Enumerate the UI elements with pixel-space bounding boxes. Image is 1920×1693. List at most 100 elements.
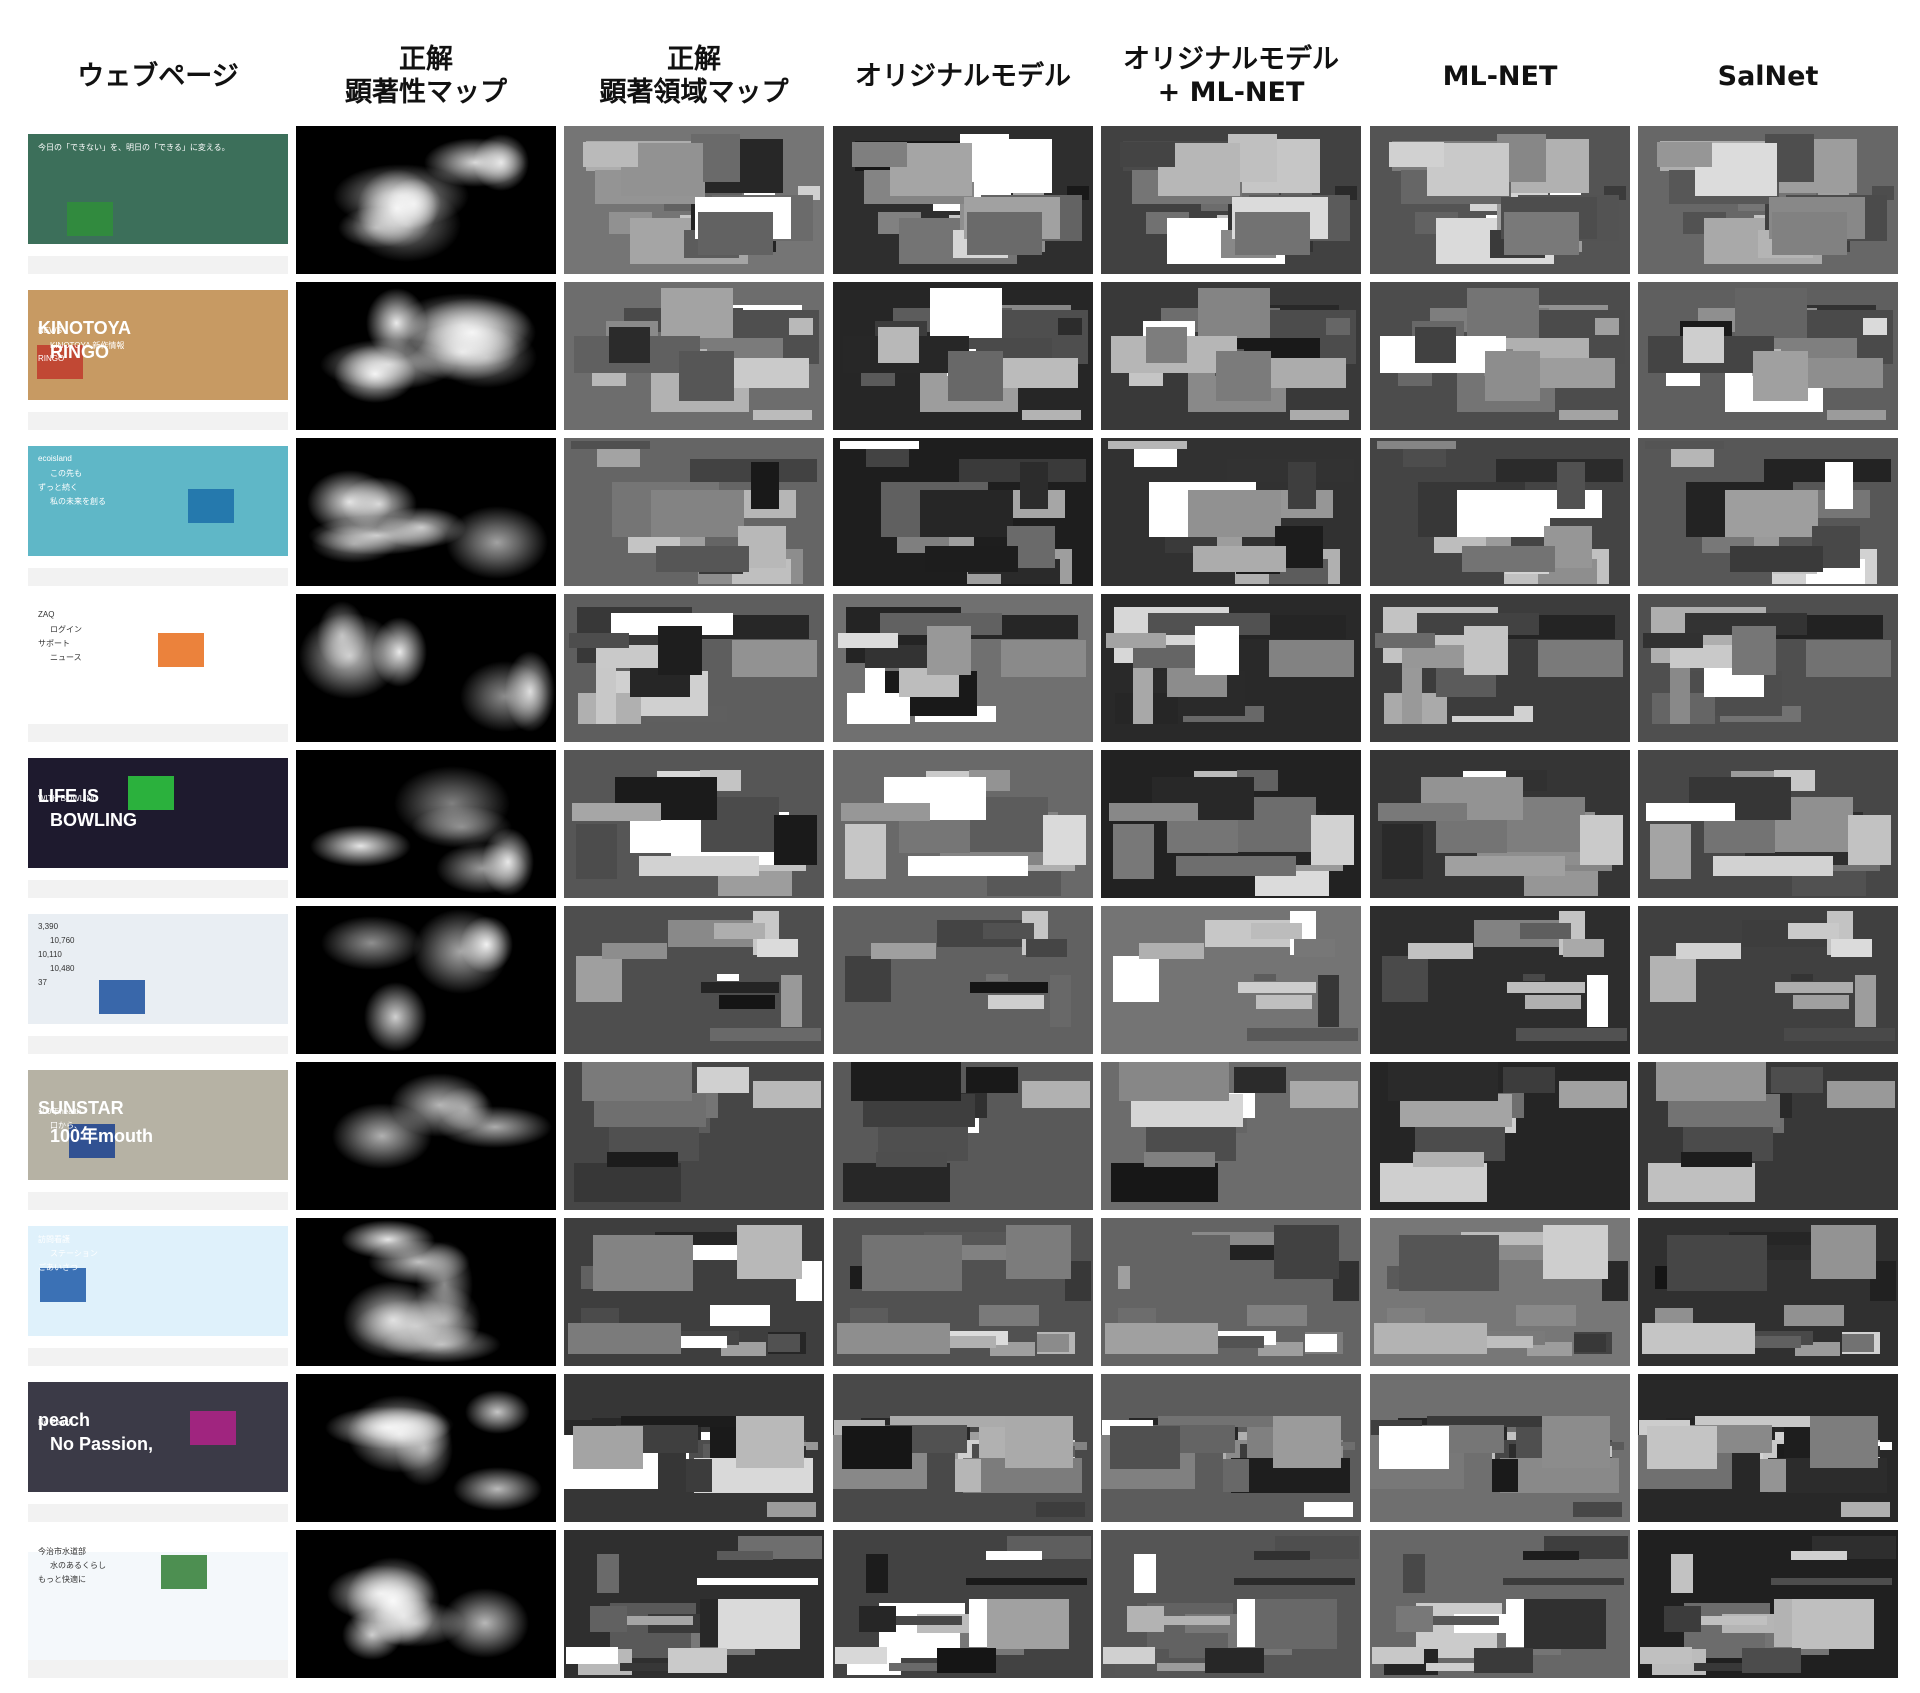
saliency-blob	[464, 1390, 530, 1434]
column-header-line: 正解	[399, 44, 453, 75]
webpage-hero-image	[28, 914, 288, 1024]
region-map	[1101, 750, 1361, 898]
saliency-blob	[341, 477, 417, 532]
webpage-text: この先も	[50, 469, 82, 478]
region-map	[1638, 282, 1898, 430]
region-block	[1372, 1647, 1424, 1664]
region-block	[987, 1599, 1069, 1649]
webpage-accent-block	[37, 345, 83, 379]
region-block	[937, 1336, 996, 1348]
region-map	[564, 438, 824, 586]
region-block	[1842, 1334, 1874, 1352]
region-block	[1415, 327, 1456, 363]
region-block	[573, 1426, 643, 1469]
region-block	[1188, 490, 1281, 537]
region-block	[1760, 1459, 1786, 1492]
webpage-accent-block	[69, 1124, 115, 1158]
region-block	[1382, 824, 1423, 879]
region-block	[582, 1062, 692, 1101]
region-block	[1134, 1554, 1156, 1593]
region-block	[607, 1152, 678, 1167]
column-header-line: オリジナルモデル	[1123, 44, 1339, 75]
region-block	[679, 351, 734, 401]
region-block	[1258, 1342, 1303, 1356]
webpage-text: peach	[38, 1410, 91, 1430]
region-map	[564, 1062, 824, 1210]
webpage-text: BOWLING	[50, 810, 137, 830]
region-block	[1791, 1551, 1847, 1560]
region-map	[1101, 126, 1361, 274]
region-block	[717, 974, 739, 981]
column-header-line: 正解	[667, 44, 721, 75]
column-header: ML-NET	[1370, 36, 1630, 116]
region-block	[1379, 1426, 1449, 1469]
webpage-text: RINGO	[38, 354, 65, 363]
region-map	[1101, 594, 1361, 742]
region-block	[990, 1342, 1035, 1356]
region-block	[602, 943, 667, 959]
region-block	[568, 1323, 681, 1354]
webpage-text: 口から、	[50, 1121, 82, 1130]
region-block	[920, 490, 1013, 537]
region-block	[1193, 546, 1286, 572]
region-block	[1162, 1616, 1230, 1625]
region-block	[1694, 1663, 1747, 1671]
webpage-nav-bar	[28, 724, 288, 742]
webpage-text: 10,760	[50, 936, 75, 945]
webpage-accent-block	[99, 980, 145, 1014]
region-map	[833, 750, 1093, 898]
region-block	[1573, 1502, 1622, 1517]
region-block	[1235, 212, 1310, 255]
region-block	[1462, 546, 1555, 572]
region-block	[1464, 626, 1508, 675]
region-block	[625, 1616, 693, 1625]
region-block	[1403, 1554, 1425, 1593]
region-block	[986, 1551, 1042, 1560]
region-block	[1742, 1336, 1801, 1348]
region-block	[1167, 819, 1238, 853]
region-map	[833, 906, 1093, 1054]
region-block	[1855, 975, 1876, 1027]
region-block	[1784, 1305, 1844, 1326]
region-block	[1792, 1599, 1874, 1649]
saliency-blob	[446, 506, 549, 580]
saliency-map	[296, 750, 556, 898]
region-block	[1516, 1305, 1576, 1326]
region-block	[736, 1416, 804, 1468]
region-block	[1157, 1663, 1210, 1671]
region-block	[1254, 974, 1276, 981]
region-map	[1638, 750, 1898, 898]
column-header: オリジナルモデル	[833, 36, 1093, 116]
region-block	[1043, 815, 1086, 865]
region-block	[1133, 668, 1153, 724]
region-block	[1559, 410, 1618, 420]
region-block	[1378, 803, 1467, 821]
region-block	[840, 441, 919, 449]
region-block	[1825, 462, 1853, 509]
region-block	[1704, 819, 1775, 853]
region-block	[1417, 613, 1539, 635]
region-block	[1713, 856, 1833, 876]
region-block	[1274, 1225, 1339, 1279]
column-header-line: SalNet	[1717, 60, 1819, 92]
webpage-text: ずっと続く	[38, 483, 78, 492]
webpage-accent-block	[190, 1411, 236, 1445]
region-block	[1234, 1578, 1355, 1585]
region-block	[1205, 1336, 1264, 1348]
region-block	[1742, 1648, 1801, 1673]
region-map	[833, 282, 1093, 430]
column-header: 正解顕著領域マップ	[564, 36, 824, 116]
region-block	[930, 288, 1002, 338]
saliency-blob	[394, 1411, 453, 1486]
webpage-hero-image	[28, 446, 288, 556]
saliency-map	[296, 594, 556, 742]
region-block	[1503, 1067, 1555, 1093]
webpage-nav-bar	[28, 412, 288, 430]
region-block	[1005, 1416, 1073, 1468]
region-block	[983, 923, 1034, 939]
region-block	[1109, 803, 1198, 821]
region-block	[970, 982, 1048, 993]
region-block	[876, 1152, 947, 1167]
region-block	[1732, 626, 1776, 675]
region-map	[564, 750, 824, 898]
